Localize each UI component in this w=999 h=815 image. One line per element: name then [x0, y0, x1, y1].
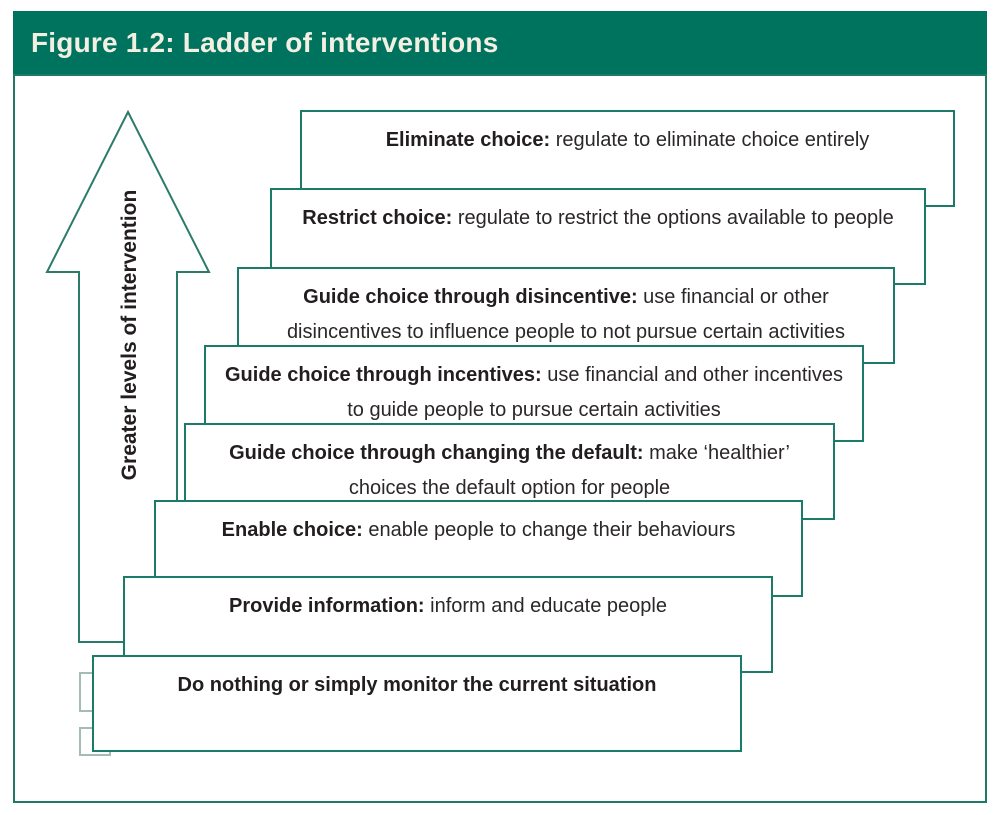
arrow-axis-label: Greater levels of intervention: [118, 189, 141, 481]
rung-line1: Restrict choice: regulate to restrict th…: [272, 201, 924, 236]
rung-line2: to guide people to pursue certain activi…: [347, 399, 721, 421]
rung-line1: Guide choice through disincentive: use f…: [239, 280, 893, 315]
rung-text: regulate to restrict the options availab…: [452, 207, 894, 229]
rung-label: Guide choice through incentives:: [224, 364, 542, 386]
rung-line1: Do nothing or simply monitor the current…: [94, 668, 740, 703]
figure-title: Figure 1.2: Ladder of interventions: [31, 27, 499, 58]
rung-text: regulate to eliminate choice entirely: [550, 129, 870, 151]
diagram-canvas: Greater levels of intervention Eliminate…: [13, 74, 987, 803]
rung-text: inform and educate people: [424, 595, 667, 617]
rung-label: Provide information:: [229, 595, 425, 617]
figure-header-bar: Figure 1.2: Ladder of interventions: [13, 11, 987, 74]
rung-text: enable people to change their behaviours: [362, 519, 736, 541]
rung-line1: Guide choice through incentives: use fin…: [206, 358, 862, 393]
rung-label: Guide choice through changing the defaul…: [229, 442, 644, 464]
rung-label: Enable choice:: [221, 519, 363, 541]
rung-line1: Eliminate choice: regulate to eliminate …: [302, 123, 953, 158]
rung-text: use financial or other: [637, 286, 829, 308]
rung-line2: choices the default option for people: [348, 477, 671, 499]
rung-line1: Enable choice: enable people to change t…: [156, 513, 801, 548]
rung-label: Do nothing or simply monitor the current…: [177, 674, 657, 696]
rung-label: Eliminate choice:: [385, 129, 551, 151]
rung-line1: Guide choice through changing the defaul…: [186, 436, 833, 471]
ladder-rung-do-nothing: Do nothing or simply monitor the current…: [92, 655, 742, 752]
rung-label: Restrict choice:: [302, 207, 453, 229]
rung-label: Guide choice through disincentive:: [303, 286, 638, 308]
rung-line2: disincentives to influence people to not…: [286, 321, 846, 343]
rung-text: make ‘healthier’: [643, 442, 790, 464]
rung-text: use financial and other incentives: [541, 364, 844, 386]
rung-line1: Provide information: inform and educate …: [125, 589, 771, 624]
